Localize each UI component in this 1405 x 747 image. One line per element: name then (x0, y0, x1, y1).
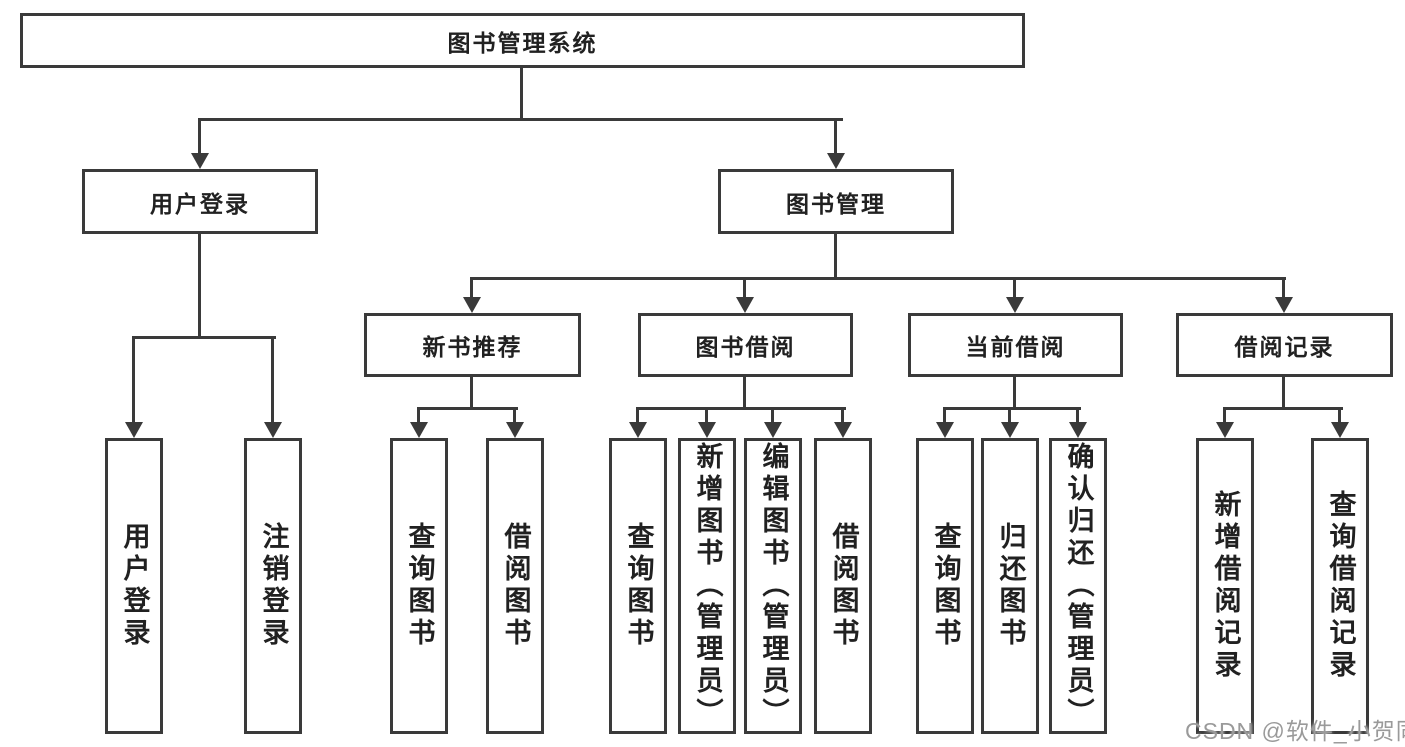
leaf-user-login: 用户登录 (105, 438, 163, 734)
connector-segment (1338, 407, 1341, 422)
connector-segment (943, 407, 946, 422)
connector-segment (636, 407, 639, 422)
leaf-query-books-current: 查询图书 (916, 438, 974, 734)
arrow-down-icon (1001, 422, 1019, 438)
arrow-down-icon (1216, 422, 1234, 438)
arrow-down-icon (463, 297, 481, 313)
connector-segment (1282, 277, 1285, 297)
node-book-management: 图书管理 (718, 169, 954, 234)
connector-segment (470, 277, 473, 297)
leaf-return-books: 归还图书 (981, 438, 1039, 734)
node-borrow-records: 借阅记录 (1176, 313, 1393, 377)
connector-segment (271, 336, 274, 422)
connector-segment (1223, 407, 1343, 410)
node-root: 图书管理系统 (20, 13, 1025, 68)
connector-segment (743, 377, 746, 407)
connector-segment (1076, 407, 1079, 422)
arrow-down-icon (764, 422, 782, 438)
leaf-add-borrow-record: 新增借阅记录 (1196, 438, 1254, 734)
connector-segment (743, 277, 746, 297)
connector-segment (1282, 377, 1285, 407)
arrow-down-icon (736, 297, 754, 313)
arrow-down-icon (1006, 297, 1024, 313)
connector-segment (132, 336, 276, 339)
arrow-down-icon (834, 422, 852, 438)
connector-segment (834, 118, 837, 154)
connector-segment (470, 277, 1286, 280)
node-book-borrow: 图书借阅 (638, 313, 853, 377)
arrow-down-icon (698, 422, 716, 438)
leaf-confirm-return-admin: 确认归还（管理员） (1049, 438, 1107, 734)
connector-segment (1008, 407, 1011, 422)
connector-segment (520, 68, 523, 118)
connector-segment (417, 407, 518, 410)
connector-segment (1013, 377, 1016, 407)
connector-segment (470, 377, 473, 407)
connector-segment (841, 407, 844, 422)
arrow-down-icon (1069, 422, 1087, 438)
connector-segment (198, 234, 201, 336)
arrow-down-icon (264, 422, 282, 438)
connector-segment (834, 234, 837, 277)
arrow-down-icon (827, 153, 845, 169)
connector-segment (417, 407, 420, 422)
connector-segment (705, 407, 708, 422)
arrow-down-icon (1331, 422, 1349, 438)
watermark: CSDN @软件_小贺同学 (1185, 718, 1405, 744)
connector-segment (198, 118, 843, 121)
connector-segment (771, 407, 774, 422)
leaf-borrow-books-recommend: 借阅图书 (486, 438, 544, 734)
arrow-down-icon (410, 422, 428, 438)
leaf-edit-book-admin: 编辑图书（管理员） (744, 438, 802, 734)
node-user-login: 用户登录 (82, 169, 318, 234)
arrow-down-icon (191, 153, 209, 169)
node-current-borrow: 当前借阅 (908, 313, 1123, 377)
leaf-add-book-admin: 新增图书（管理员） (678, 438, 736, 734)
leaf-query-borrow-record: 查询借阅记录 (1311, 438, 1369, 734)
leaf-query-books-borrow: 查询图书 (609, 438, 667, 734)
leaf-borrow-books: 借阅图书 (814, 438, 872, 734)
arrow-down-icon (936, 422, 954, 438)
leaf-logout: 注销登录 (244, 438, 302, 734)
connector-segment (1223, 407, 1226, 422)
arrow-down-icon (1275, 297, 1293, 313)
connector-segment (132, 336, 135, 422)
arrow-down-icon (125, 422, 143, 438)
connector-segment (636, 407, 846, 410)
node-new-book-recommend: 新书推荐 (364, 313, 581, 377)
arrow-down-icon (629, 422, 647, 438)
connector-segment (513, 407, 516, 422)
connector-segment (198, 118, 201, 154)
arrow-down-icon (506, 422, 524, 438)
connector-segment (1013, 277, 1016, 297)
leaf-query-books-recommend: 查询图书 (390, 438, 448, 734)
connector-segment (943, 407, 1081, 410)
